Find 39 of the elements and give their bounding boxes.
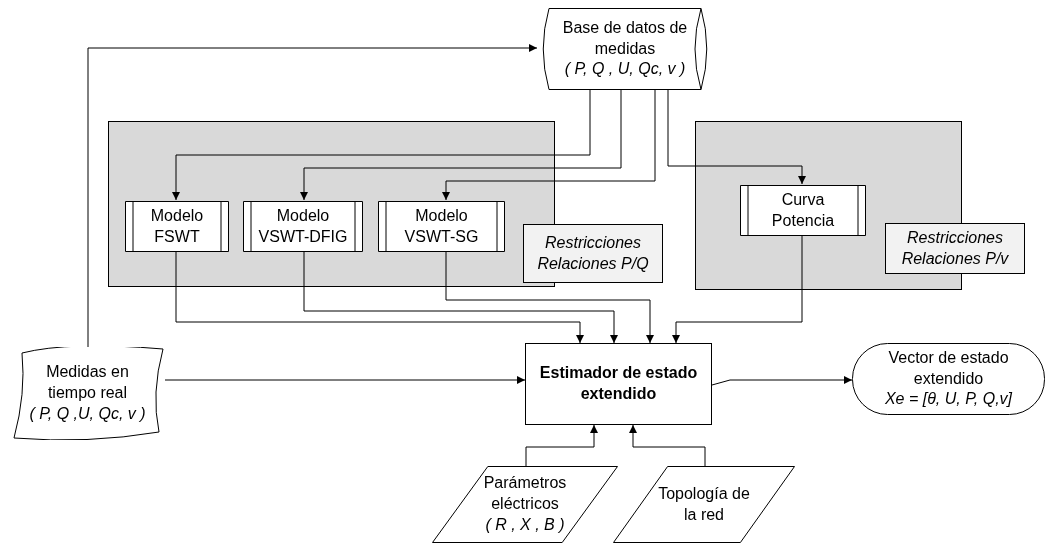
input-parallelogram (432, 466, 618, 543)
input-parallelogram (613, 466, 795, 543)
process-box (243, 201, 363, 252)
node-label: Modelo VSWT-DFIG (257, 205, 349, 247)
node-formula: ( P, Q ,U, Qc, v ) (29, 403, 146, 424)
node-label: Modelo VSWT-SG (403, 205, 480, 247)
arrow (525, 424, 598, 467)
node-label: Vector de estado extendido (887, 347, 1010, 389)
data-input-shape (10, 347, 165, 440)
node-label: Restricciones Relaciones P/v (900, 227, 1010, 269)
arrow (172, 89, 591, 201)
arrow (300, 89, 622, 201)
node-label: Estimador de estado extendido (538, 363, 699, 404)
node-label: Topología de la red (657, 483, 751, 525)
process-box (740, 185, 866, 236)
arrow (164, 376, 526, 384)
node-label: Curva Potencia (770, 189, 836, 231)
node-label: Parámetros eléctricos (482, 473, 568, 515)
process-box (525, 343, 712, 425)
node-label: Medidas en tiempo real (45, 362, 130, 404)
node-label: Modelo FSWT (149, 205, 205, 247)
process-box (378, 201, 505, 252)
arrow (442, 89, 656, 201)
constraint-box (885, 223, 1025, 274)
arrow (303, 250, 618, 344)
arrow (87, 44, 538, 348)
node-formula: ( R , X , B ) (485, 514, 565, 535)
arrow (711, 376, 853, 386)
node-label: Restricciones Relaciones P/Q (536, 232, 650, 274)
arrow (672, 234, 803, 344)
arrow (445, 250, 654, 344)
node-formula: Xe = [θ, U, P, Q,v] (884, 389, 1013, 410)
process-box (125, 201, 229, 252)
arrow (629, 424, 706, 467)
node-formula: ( P, Q , U, Qc, v ) (564, 59, 686, 80)
node-label: Base de datos de medidas (561, 17, 689, 59)
arrow (667, 89, 806, 185)
constraint-box (523, 224, 663, 283)
arrow (175, 250, 584, 344)
